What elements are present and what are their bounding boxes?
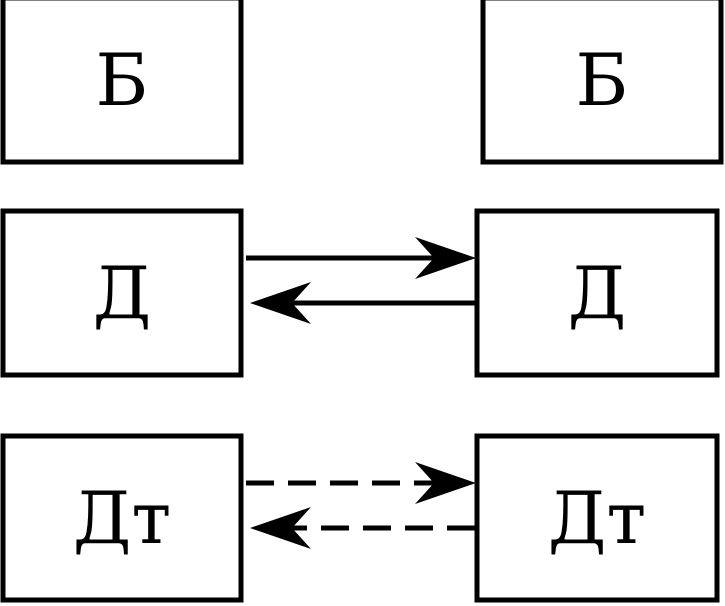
- arrowhead-right-icon: [415, 237, 476, 279]
- box-row1-left-label: Б: [96, 38, 149, 122]
- arrowhead-left-icon: [250, 507, 311, 549]
- box-row2-left: Д: [0, 208, 244, 378]
- box-row1-left: Б: [0, 0, 244, 165]
- box-row2-right-label: Д: [568, 251, 627, 335]
- box-row1-right-label: Б: [576, 38, 629, 122]
- box-row3-left-label: Дт: [73, 476, 171, 560]
- box-row2-right: Д: [474, 208, 720, 378]
- arrow-row3-right-to-left: [250, 507, 475, 549]
- box-row1-right: Б: [480, 0, 724, 165]
- box-row3-right: Дт: [474, 433, 720, 603]
- box-row3-right-label: Дт: [548, 476, 646, 560]
- box-row3-left: Дт: [0, 433, 244, 603]
- arrowhead-left-icon: [250, 282, 311, 324]
- arrowhead-right-icon: [415, 462, 476, 504]
- arrow-row3-left-to-right: [246, 462, 476, 504]
- box-row2-left-label: Д: [93, 251, 152, 335]
- arrow-row2-right-to-left: [250, 282, 475, 324]
- arrow-row2-left-to-right: [246, 237, 476, 279]
